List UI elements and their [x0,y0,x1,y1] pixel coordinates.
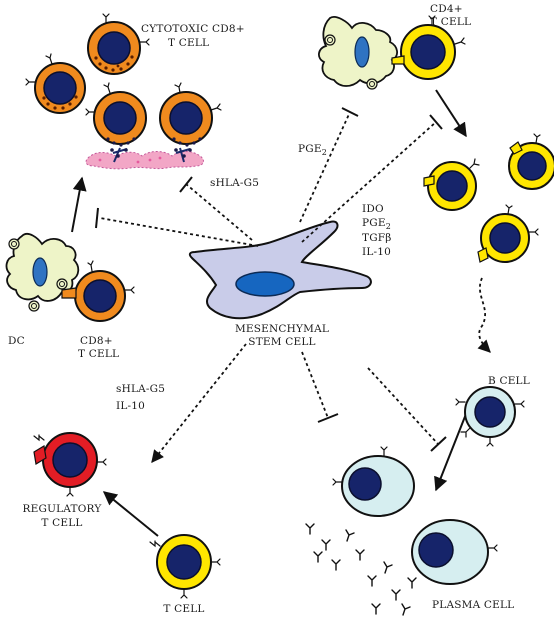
antibody-glyph [407,577,417,589]
naive-t-cell [149,534,221,599]
antibody-cluster [305,523,417,616]
regulatory-label-1: REGULATORY [23,503,103,515]
plasma-cell-label: PLASMA CELL [432,599,514,611]
cd4-label-1: CD4+ [430,3,463,15]
dendritic-cell-top [318,16,398,90]
regulatory-t-cell [33,432,107,497]
msc-label-1: MESENCHYMAL [235,323,329,335]
factor-tgfb: TGFβ [362,232,392,244]
antibody-glyph [305,523,315,535]
inhibition-msc-to-plasma [367,367,447,452]
msc-label-2: STEM CELL [248,336,315,348]
b-cell-label: B CELL [488,375,530,387]
cytotoxic-label-2: T CELL [168,37,209,49]
antibody-glyph [321,539,331,551]
cd8-t-cell-left [61,260,135,322]
antibody-glyph [345,529,355,542]
b-cell [455,386,525,447]
antibody-glyph [313,551,323,563]
cd4-proliferating-cell-3 [477,204,539,263]
arrow-cd4-activation [435,89,467,138]
inhibition-msc-to-cd8-priming [95,207,259,247]
antibody-glyph [383,561,393,574]
cd4-proliferating-cell-1 [423,158,480,211]
antibody-glyph [355,549,365,561]
pge2-label-top: PGE2 [298,143,327,157]
regulatory-label-2: T CELL [41,517,82,529]
cd4-label-2: T CELL [430,16,471,28]
factor-pge2: PGE2 [362,217,391,231]
factor-il10: IL-10 [362,246,391,258]
cd4-t-cell-top [391,15,466,80]
cd8-label-2: T CELL [78,348,119,360]
inhibition-msc-to-cytotoxic [179,176,253,241]
dendritic-cell-left [5,232,80,312]
mesenchymal-stem-cell [188,220,372,320]
arrow-tcell-to-treg [102,491,159,537]
inhibition-msc-to-cd4-proliferation [301,114,443,243]
antibody-glyph [371,603,381,615]
cytotoxic-cd8-cell-4 [159,82,222,147]
antibody-glyph [367,575,377,587]
arrow-msc-to-treg [151,343,247,463]
antibody-glyph [401,603,411,616]
inhibition-msc-to-cd4-dc [299,107,359,223]
dc-label: DC [8,335,25,347]
plasma-cell-2 [411,519,498,585]
antibody-glyph [391,589,401,601]
arrow-dc-to-cytotoxic [71,176,87,233]
cd8-label-1: CD8+ [80,335,113,347]
shla-g5-label-left: sHLA-G5 [116,383,165,395]
lysed-target-cells [85,147,204,170]
factor-ido: IDO [362,203,384,215]
cytotoxic-label-1: CYTOTOXIC CD8+ [141,23,245,35]
plasma-cell-1 [332,446,415,517]
antibody-glyph [331,559,341,571]
cd4-proliferating-cell-2 [508,133,554,190]
cytotoxic-cd8-cell-2 [25,53,86,114]
cytotoxic-cd8-cell-1 [87,13,150,75]
arrow-bcell-to-plasma [434,413,467,492]
shla-g5-label-top: sHLA-G5 [210,177,259,189]
cytotoxic-cd8-cell-3 [85,82,147,147]
arrow-cd4-to-bcell [477,277,491,353]
il10-label-left: IL-10 [116,400,145,412]
inhibition-msc-to-bcell [301,351,339,423]
t-cell-label: T CELL [163,603,204,615]
